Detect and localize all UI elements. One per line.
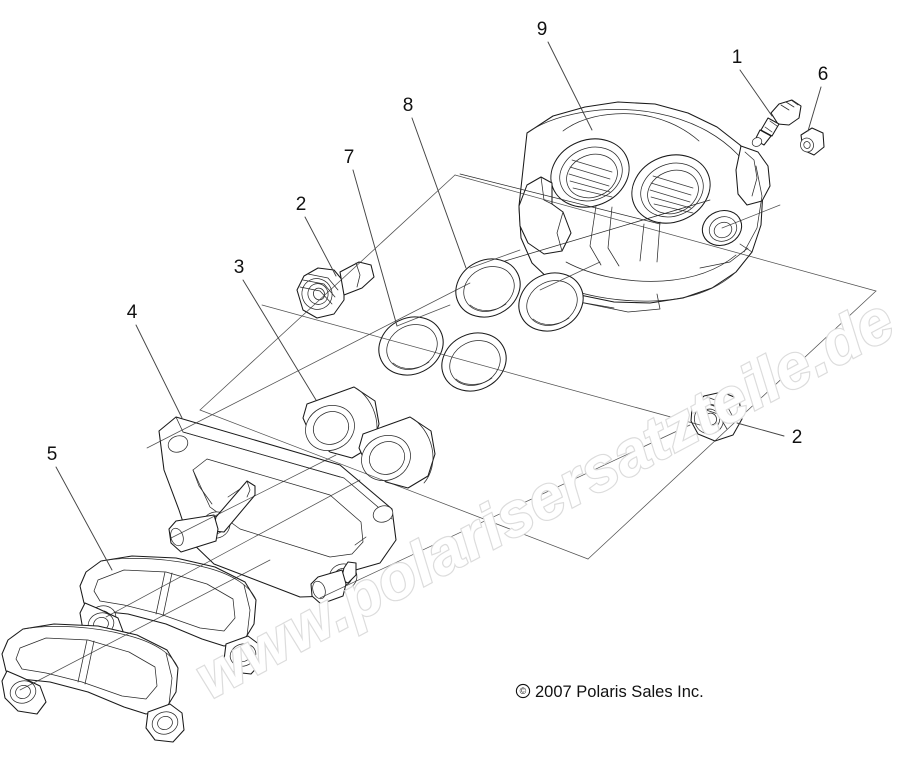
part-seal-bushing-left: [296, 261, 375, 319]
part-seal-bushing-right: [690, 391, 743, 442]
callout-2-right-label: 2: [792, 427, 803, 448]
part-dust-seal-right: [518, 272, 584, 332]
part-mounting-bracket: [158, 416, 397, 605]
assembly-construction-lines: [19, 174, 877, 691]
part-caliper-body: [459, 101, 771, 313]
part-dust-seal-upper: [455, 258, 521, 318]
part-piston-upper: [302, 386, 380, 459]
callout-3: 3: [234, 257, 317, 401]
callout-9-label: 9: [537, 19, 548, 40]
part-brake-pad-lower: [1, 623, 185, 743]
callouts-layer: 9 1 6 8 7 2: [47, 19, 829, 571]
part-piston-seal-right: [441, 332, 507, 392]
callout-7: 7: [344, 147, 398, 327]
callout-1: 1: [732, 47, 773, 117]
callout-6: 6: [807, 64, 829, 132]
callout-8: 8: [403, 95, 467, 269]
callout-4-label: 4: [127, 302, 138, 323]
callout-6-label: 6: [818, 64, 829, 85]
callout-7-label: 7: [344, 147, 355, 168]
copyright-symbol: ©: [520, 686, 527, 696]
part-bleeder-cap: [800, 127, 825, 156]
callout-5-label: 5: [47, 444, 58, 465]
copyright-notice: © 2007 Polaris Sales Inc.: [515, 683, 704, 701]
callout-2-top: 2: [296, 194, 337, 277]
callout-1-label: 1: [732, 47, 743, 68]
part-bleeder-screw: [751, 99, 802, 147]
callout-2-right: 2: [736, 422, 803, 448]
callout-9: 9: [537, 19, 593, 131]
copyright-text: 2007 Polaris Sales Inc.: [535, 683, 704, 701]
callout-3-label: 3: [234, 257, 245, 278]
callout-4: 4: [127, 302, 183, 419]
callout-8-label: 8: [403, 95, 414, 116]
callout-5: 5: [47, 444, 113, 571]
callout-2-top-label: 2: [296, 194, 307, 215]
part-piston-lower: [358, 416, 436, 489]
